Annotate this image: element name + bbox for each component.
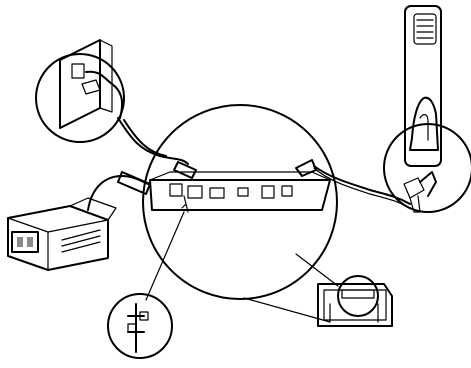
mounting-bracket-icon: [318, 276, 392, 326]
power-adapter-icon: [8, 198, 116, 270]
network-icon: [108, 294, 172, 358]
charger-cradle-icon: [384, 6, 471, 212]
bracket-leader-line-1: [296, 254, 338, 286]
base-unit-rear-icon: [143, 105, 337, 299]
network-leader-line: [146, 212, 184, 300]
wall-phone-jack-icon: [36, 40, 124, 142]
